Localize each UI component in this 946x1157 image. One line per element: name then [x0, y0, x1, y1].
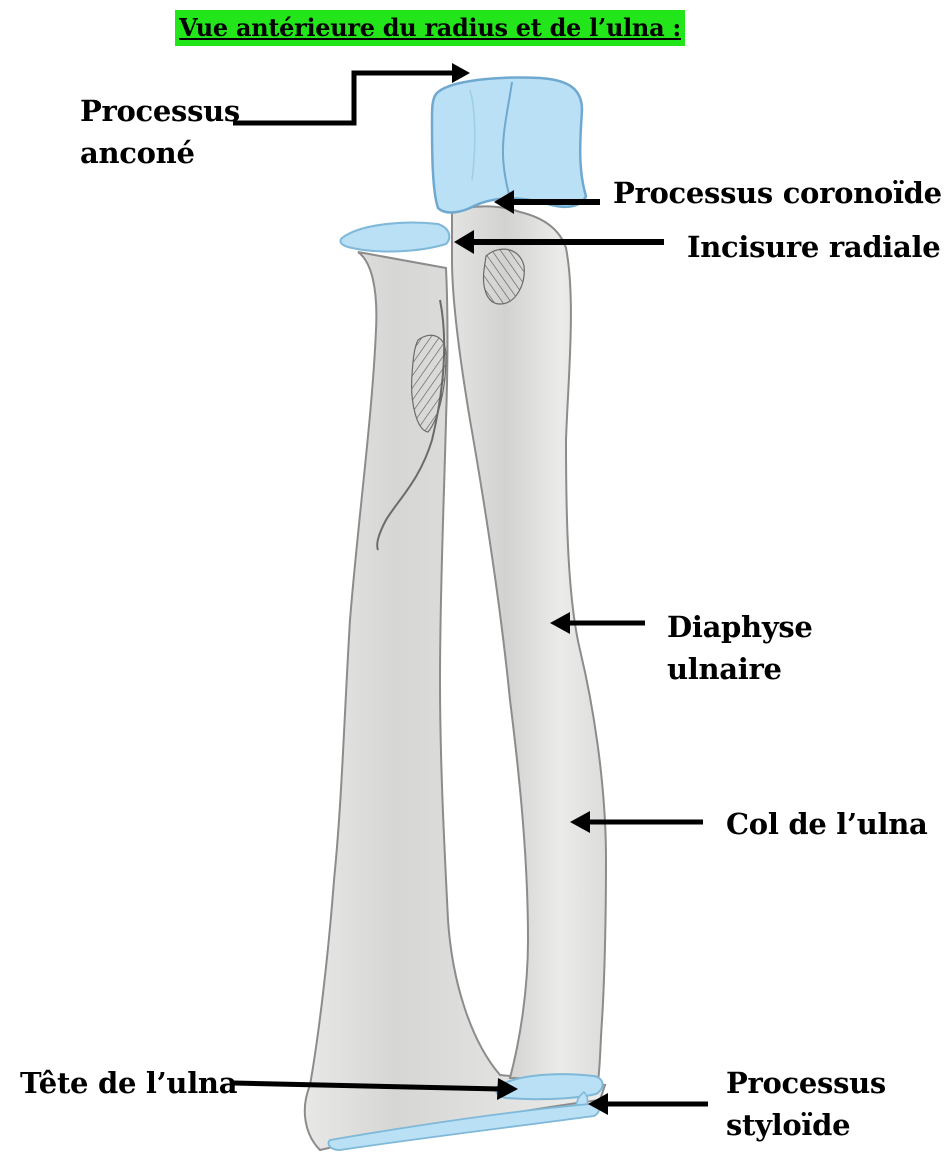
label-processus-ancone: Processus anconé	[80, 90, 240, 174]
arrow-processus-ancone	[233, 73, 455, 123]
label-line: Processus	[80, 90, 240, 132]
label-line: Tête de l’ulna	[20, 1062, 237, 1104]
label-processus-coronoide: Processus coronoïde	[613, 172, 942, 214]
ulna-bone	[432, 78, 606, 1112]
label-line: Diaphyse	[667, 606, 813, 648]
label-tete-ulna: Tête de l’ulna	[20, 1062, 237, 1104]
label-processus-styloide: Processus styloïde	[726, 1062, 886, 1146]
label-line: Processus coronoïde	[613, 172, 942, 214]
label-line: Incisure radiale	[687, 226, 940, 268]
label-col-ulna: Col de l’ulna	[726, 803, 928, 845]
label-line: Processus	[726, 1062, 886, 1104]
label-line: ulnaire	[667, 648, 813, 690]
label-incisure-radiale: Incisure radiale	[687, 226, 940, 268]
radial-head-cartilage	[340, 223, 449, 252]
label-line: styloïde	[726, 1104, 886, 1146]
label-line: anconé	[80, 132, 240, 174]
label-diaphyse-ulnaire: Diaphyse ulnaire	[667, 606, 813, 690]
label-line: Col de l’ulna	[726, 803, 928, 845]
